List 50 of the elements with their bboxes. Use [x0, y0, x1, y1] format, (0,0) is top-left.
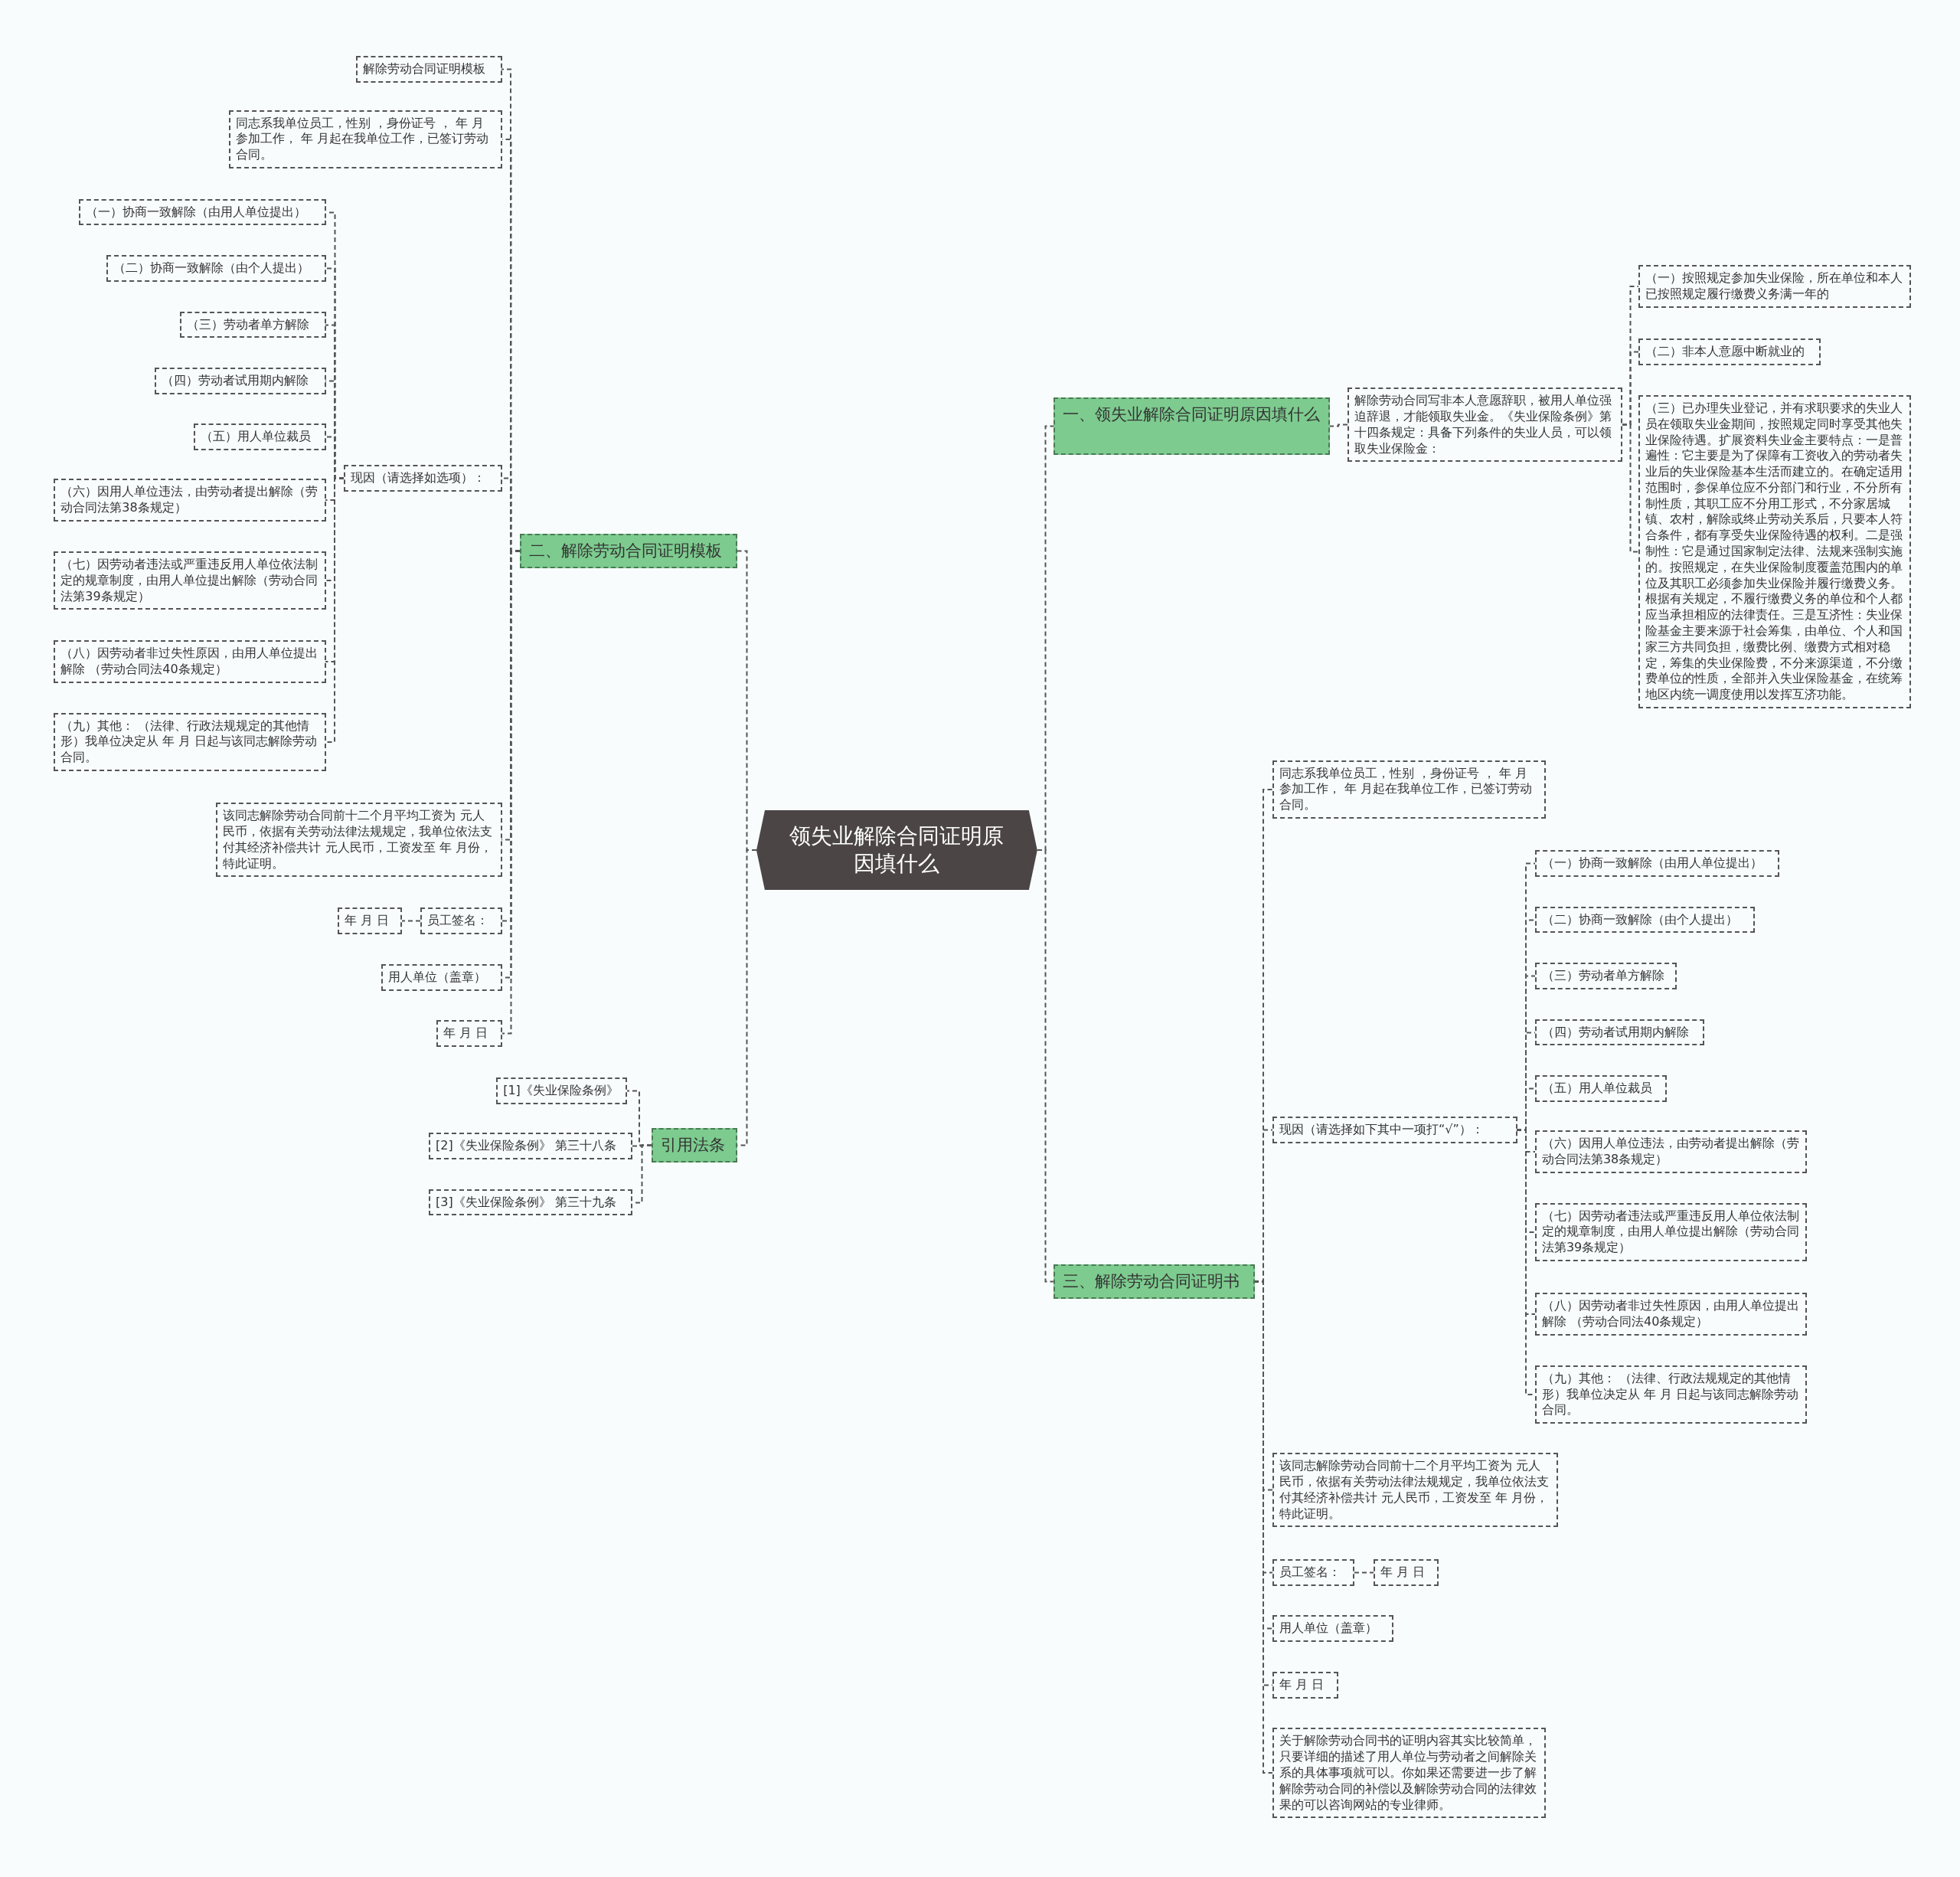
note-box: 解除劳动合同写非本人意愿辞职，被用人单位强迫辞退，才能领取失业金。《失业保险条例》第十四条规定：具备下列条件的失业人员，可以领取失业保险金： [1348, 387, 1622, 463]
note-box: 用人单位（盖章） [1272, 1615, 1393, 1643]
note-box: 现因（请选择如选项）： [343, 465, 502, 492]
note-box: （七）因劳动者违法或严重违反用人单位依法制定的规章制度，由用人单位提出解除（劳动合同法第39条规定） [1534, 1202, 1808, 1261]
note-box: （六）因用人单位违法，由劳动者提出解除（劳动合同法第38条规定） [1534, 1130, 1808, 1173]
note-box: （五）用人单位裁员 [194, 423, 326, 451]
note-box: （四）劳动者试用期内解除 [1534, 1019, 1705, 1046]
note-box: [1]《失业保险条例》 [496, 1077, 628, 1105]
note-box: 该同志解除劳动合同前十二个月平均工资为 元人民币，依据有关劳动法律法规规定，我单位依法支付其经济补偿共计 元人民币，工资发至 年 月份，特此证明。 [216, 803, 502, 878]
note-box: 关于解除劳动合同书的证明内容其实比较简单，只要详细的描述了用人单位与劳动者之间解除关系的具体事项就可以。你如果还需要进一步了解解除劳动合同的补偿以及解除劳动合同的法律效果的可以咨询网站的专业律师。 [1272, 1728, 1547, 1819]
connector-line [1354, 1571, 1374, 1574]
branch-box: 三、解除劳动合同证明书 [1054, 1264, 1255, 1299]
note-box: 同志系我单位员工，性别 ，身份证号 ， 年 月参加工作， 年 月起在我单位工作，已签订劳动合同。 [228, 110, 502, 169]
note-box: 现因（请选择如下其中一项打“√”）： [1272, 1116, 1517, 1143]
note-box: 解除劳动合同证明模板 [356, 56, 502, 83]
note-box: （一）协商一致解除（由用人单位提出） [78, 198, 326, 226]
note-box: （八）因劳动者非过失性原因，由用人单位提出解除 （劳动合同法40条规定） [54, 639, 326, 683]
note-box: （二）协商一致解除（由个人提出） [106, 255, 326, 282]
note-box: 同志系我单位员工，性别 ，身份证号 ， 年 月参加工作， 年 月起在我单位工作，已签订劳动合同。 [1272, 760, 1547, 819]
note-box: （二）协商一致解除（由个人提出） [1534, 906, 1755, 934]
note-box: 该同志解除劳动合同前十二个月平均工资为 元人民币，依据有关劳动法律法规规定，我单位依法支付其经济补偿共计 元人民币，工资发至 年 月份，特此证明。 [1272, 1453, 1559, 1528]
note-box: [2]《失业保险条例》 第三十八条 [429, 1133, 632, 1159]
note-box: （六）因用人单位违法，由劳动者提出解除（劳动合同法第38条规定） [54, 479, 326, 522]
note-box: （五）用人单位裁员 [1534, 1075, 1668, 1102]
note-box: （三）劳动者单方解除 [180, 311, 326, 338]
note-box: （九）其他： （法律、行政法规规定的其他情形）我单位决定从 年 月 日起与该同志解除劳动合同。 [1534, 1365, 1808, 1424]
topic-hexagon: 领失业解除合同证明原因填什么 [756, 809, 1037, 891]
note-box: 员工签名： [1272, 1558, 1355, 1586]
note-box: （三）已办理失业登记，并有求职要求的失业人员在领取失业金期间，按照规定同时享受其他失业保险待遇。扩展资料失业金主要特点：一是普遍性：它主要是为了保障有工资收入的劳动者失业后的失业保险基本生活而建立的。在确定适用范围时，参保单位应不分部门和行业，不分所有制性质，其职工应不分用工形式，不分家居城镇、农村，解除或终止劳动关系后，只要本人符合条件，都有享受失业保险待遇的权利。二是强制性：它是通过国家制定法律、法规来强制实施的。按照规定，在失业保险制度覆盖范围内的单位及其职工必须参加失业保险并履行缴费义务。根据有关规定，不履行缴费义务的单位和个人都应当承担相应的法律责任。三是互济性：失业保险基金主要来源于社会筹集，由单位、个人和国家三方共同负担，缴费比例、缴费方式相对稳定，筹集的失业保险费，不分来源渠道，不分缴费单位的性质，全部并入失业保险基金，在统筹地区内统一调度使用以发挥互济功能。 [1638, 394, 1911, 709]
branch-box: 引用法条 [651, 1127, 737, 1162]
branch-box: 一、领失业解除合同证明原因填什么 [1054, 397, 1330, 456]
note-box: 年 月 日 [337, 907, 403, 935]
note-box: [3]《失业保险条例》 第三十九条 [429, 1189, 632, 1216]
note-box: （四）劳动者试用期内解除 [155, 368, 326, 394]
note-box: 年 月 日 [1272, 1671, 1339, 1699]
connector-line [401, 920, 421, 922]
note-box: （八）因劳动者非过失性原因，由用人单位提出解除 （劳动合同法40条规定） [1534, 1293, 1808, 1336]
note-box: （一）协商一致解除（由用人单位提出） [1534, 850, 1780, 877]
note-box: 员工签名： [420, 907, 502, 935]
note-box: （一）按照规定参加失业保险，所在单位和本人已按照规定履行缴费义务满一年的 [1638, 265, 1911, 308]
connector-line [1622, 423, 1639, 553]
note-box: 年 月 日 [1374, 1558, 1439, 1586]
note-box: 用人单位（盖章） [381, 963, 502, 991]
note-box: （七）因劳动者违法或严重违反用人单位依法制定的规章制度，由用人单位提出解除（劳动合同法第39条规定） [54, 551, 326, 610]
branch-box: 二、解除劳动合同证明模板 [520, 534, 737, 569]
connector-line [1328, 423, 1348, 427]
note-box: 年 月 日 [436, 1020, 502, 1048]
note-box: （三）劳动者单方解除 [1534, 963, 1677, 989]
note-box: （二）非本人意愿中断就业的 [1638, 338, 1821, 366]
note-box: （九）其他： （法律、行政法规规定的其他情形）我单位决定从 年 月 日起与该同志解除劳动合同。 [54, 712, 326, 771]
